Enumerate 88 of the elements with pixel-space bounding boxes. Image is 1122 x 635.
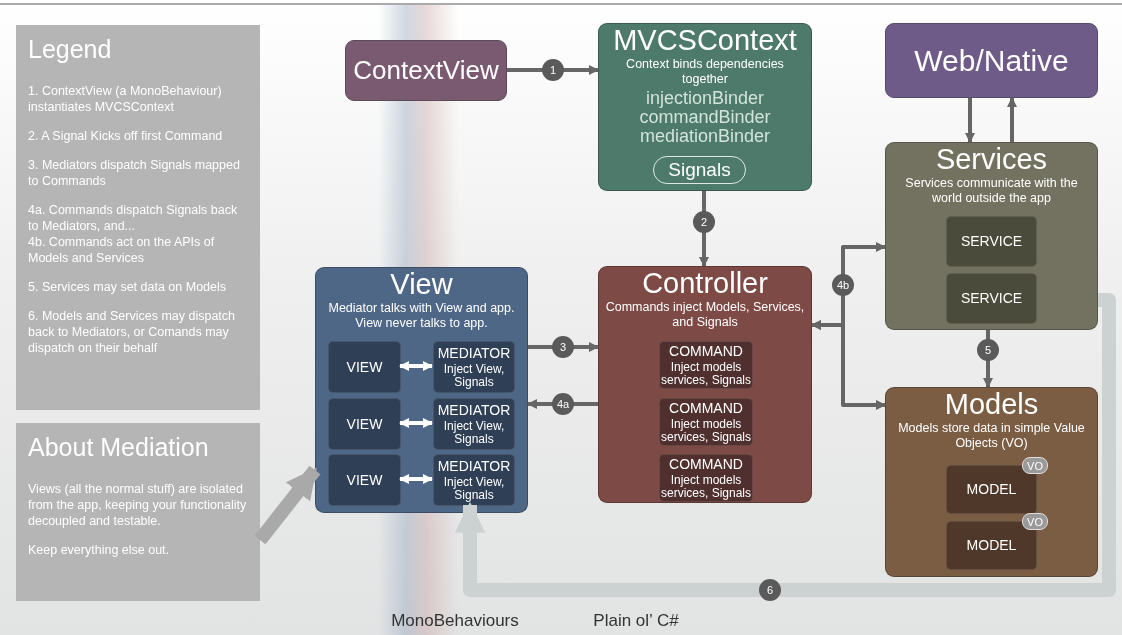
- cell-description: Inject View, Signals: [442, 362, 506, 389]
- info-panel: [16, 423, 260, 601]
- view-cell: [328, 341, 401, 393]
- box-title: Web/Native: [914, 43, 1069, 78]
- cell-title: MODEL: [966, 538, 1017, 553]
- cell-description: Inject models services, Signals: [660, 473, 752, 500]
- external-box: [885, 23, 1098, 98]
- legend-item: Views (all the normal stuff) are isolated from the app, keeping your functionality decoupled and testable.: [28, 481, 248, 529]
- legend-item: 2. A Signal Kicks off first Command: [28, 128, 224, 144]
- mediator-cell: [433, 341, 515, 393]
- section-label: MonoBehaviours: [391, 611, 519, 631]
- pill-label: Signals: [668, 159, 731, 181]
- cell-title: MEDIATOR: [437, 402, 511, 418]
- arrow: [811, 320, 886, 410]
- edge-label: 5: [977, 339, 999, 361]
- cell-title: VIEW: [346, 416, 383, 432]
- view-panel: [315, 267, 528, 513]
- cell-title: COMMAND: [669, 343, 743, 359]
- panel-description: Services communicate with the world outside the app: [904, 176, 1079, 206]
- context-box: [598, 23, 812, 191]
- legend-item: 1. ContextView (a MonoBehaviour) instantiates MVCSContext: [28, 83, 223, 115]
- arrow: [507, 65, 599, 75]
- box-title: ContextView: [353, 55, 499, 86]
- panel-title: View: [390, 269, 453, 300]
- panel-heading: Legend: [28, 35, 112, 64]
- panel-title: MVCSContext: [613, 25, 797, 56]
- component-box: [345, 40, 507, 101]
- badge-label: VO: [1027, 459, 1043, 472]
- cell-title: VIEW: [346, 472, 383, 488]
- arrow: [983, 330, 993, 388]
- cell-description: Inject models services, Signals: [660, 417, 752, 444]
- legend-item: 6. Models and Services may dispatch back to Mediators, or Comands may dispatch on their behalf: [28, 308, 237, 356]
- arrow: [699, 191, 709, 267]
- legend-item: 5. Services may set data on Models: [28, 279, 227, 295]
- controller-panel: [598, 266, 812, 503]
- cell-description: Inject View, Signals: [442, 419, 506, 446]
- legend-item: 4b. Commands act on the APIs of Models and Services: [28, 234, 216, 266]
- legend-item: 3. Mediators dispatch Signals mapped to Commands: [28, 157, 241, 189]
- arrow: [454, 293, 1116, 597]
- cell-title: COMMAND: [669, 400, 743, 416]
- legend-item: Keep everything else out.: [28, 542, 171, 558]
- edge-label: 3: [552, 336, 574, 358]
- mediator-cell: [433, 398, 515, 450]
- command-cell: [659, 454, 753, 502]
- cell-title: COMMAND: [669, 456, 743, 472]
- command-cell: [659, 398, 753, 446]
- legend-panel: [16, 25, 260, 410]
- command-cell: [659, 341, 753, 389]
- view-cell: [328, 398, 401, 450]
- legend-item: 4a. Commands dispatch Signals back to Mediators, and...: [28, 202, 239, 234]
- edge-label: 4b: [832, 274, 854, 296]
- section-label: Plain ol’ C#: [593, 611, 679, 631]
- arrow: [399, 418, 433, 428]
- panel-title: Services: [935, 144, 1048, 175]
- vo-badge: [1022, 513, 1048, 530]
- edge-label: 4a: [552, 393, 574, 415]
- view-cell: [328, 454, 401, 506]
- service-cell: [946, 216, 1037, 267]
- panel-description: Models store data in simple Value Objects (VO): [897, 421, 1086, 451]
- arrow: [1007, 97, 1017, 142]
- edge-label: 6: [759, 579, 781, 601]
- binder-list: injectionBinder commandBinder mediationBinder: [622, 89, 788, 146]
- vo-badge: [1022, 457, 1048, 474]
- edge-label: 2: [693, 211, 715, 233]
- cell-title: SERVICE: [960, 234, 1023, 249]
- cell-description: Inject models services, Signals: [660, 360, 752, 387]
- cell-title: MEDIATOR: [437, 345, 511, 361]
- services-panel: [885, 142, 1098, 330]
- panel-description: Mediator talks with View and app. View never talks to app.: [327, 301, 516, 331]
- cell-description: Inject View, Signals: [442, 475, 506, 502]
- panel-heading: About Mediation: [28, 433, 209, 462]
- cell-title: MEDIATOR: [437, 458, 511, 474]
- arrow: [965, 98, 975, 143]
- arrow: [399, 474, 433, 484]
- mediator-cell: [433, 454, 515, 506]
- panel-title: Controller: [642, 268, 768, 299]
- badge-label: VO: [1027, 515, 1043, 528]
- panel-title: Models: [944, 389, 1039, 420]
- cell-title: MODEL: [966, 482, 1017, 497]
- arrow: [399, 361, 433, 371]
- panel-description: Commands inject Models, Services, and Signals: [604, 300, 806, 330]
- cell-title: VIEW: [346, 359, 383, 375]
- edge-label: 1: [542, 59, 564, 81]
- arrow: [254, 465, 321, 545]
- models-panel: [885, 387, 1098, 577]
- service-cell: [946, 273, 1037, 324]
- panel-description: Context binds dependencies together: [625, 57, 785, 87]
- cell-title: SERVICE: [960, 291, 1023, 306]
